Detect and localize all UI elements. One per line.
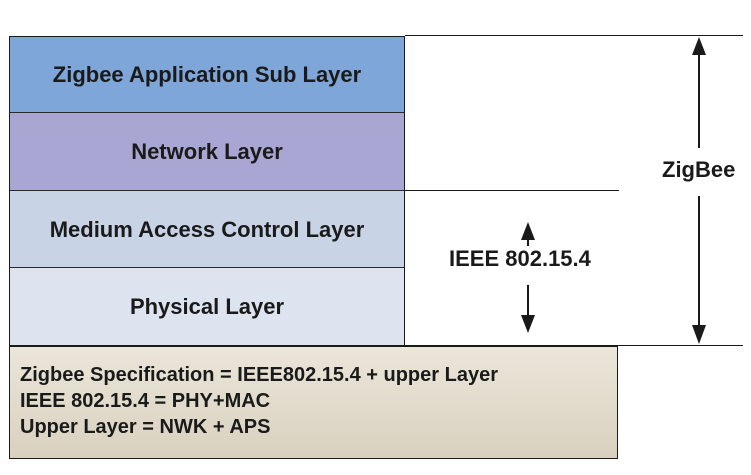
zigbee-arrow: [692, 37, 706, 344]
top-extension-line: [405, 35, 743, 36]
divider: [9, 190, 405, 191]
layer-mac-label: Medium Access Control Layer: [49, 216, 365, 242]
layer-aps: Zigbee Application Sub Layer: [9, 36, 405, 113]
ieee-arrow: [521, 222, 535, 333]
arrow-shaft: [698, 55, 700, 148]
note-line: Zigbee Specification = IEEE802.15.4 + up…: [20, 364, 498, 386]
zigbee-label: ZigBee: [662, 157, 736, 182]
layer-network-label: Network Layer: [131, 139, 283, 164]
layer-mac: Medium Access Control Layer: [9, 191, 405, 268]
note-line: IEEE 802.15.4 = PHY+MAC: [20, 390, 271, 412]
layer-aps-label: Zigbee Application Sub Layer: [52, 61, 362, 87]
arrow-shaft: [698, 196, 700, 325]
arrow-up-head: [692, 37, 706, 55]
arrow-shaft: [527, 240, 529, 246]
divider: [9, 112, 405, 113]
note-line: Upper Layer = NWK + APS: [20, 416, 271, 438]
arrow-down-head: [521, 315, 535, 333]
mid-extension-line: [405, 190, 619, 191]
ieee-label: IEEE 802.15.4: [449, 246, 591, 271]
bottom-extension-line: [405, 345, 743, 346]
arrow-down-head: [692, 325, 706, 344]
arrow-up-head: [521, 222, 535, 240]
layer-physical: Physical Layer: [9, 268, 405, 346]
arrow-shaft: [527, 285, 529, 315]
notes-box: Zigbee Specification = IEEE802.15.4 + up…: [9, 346, 618, 459]
layer-physical-label: Physical Layer: [129, 294, 285, 319]
layer-network: Network Layer: [9, 113, 405, 191]
divider: [9, 267, 405, 268]
